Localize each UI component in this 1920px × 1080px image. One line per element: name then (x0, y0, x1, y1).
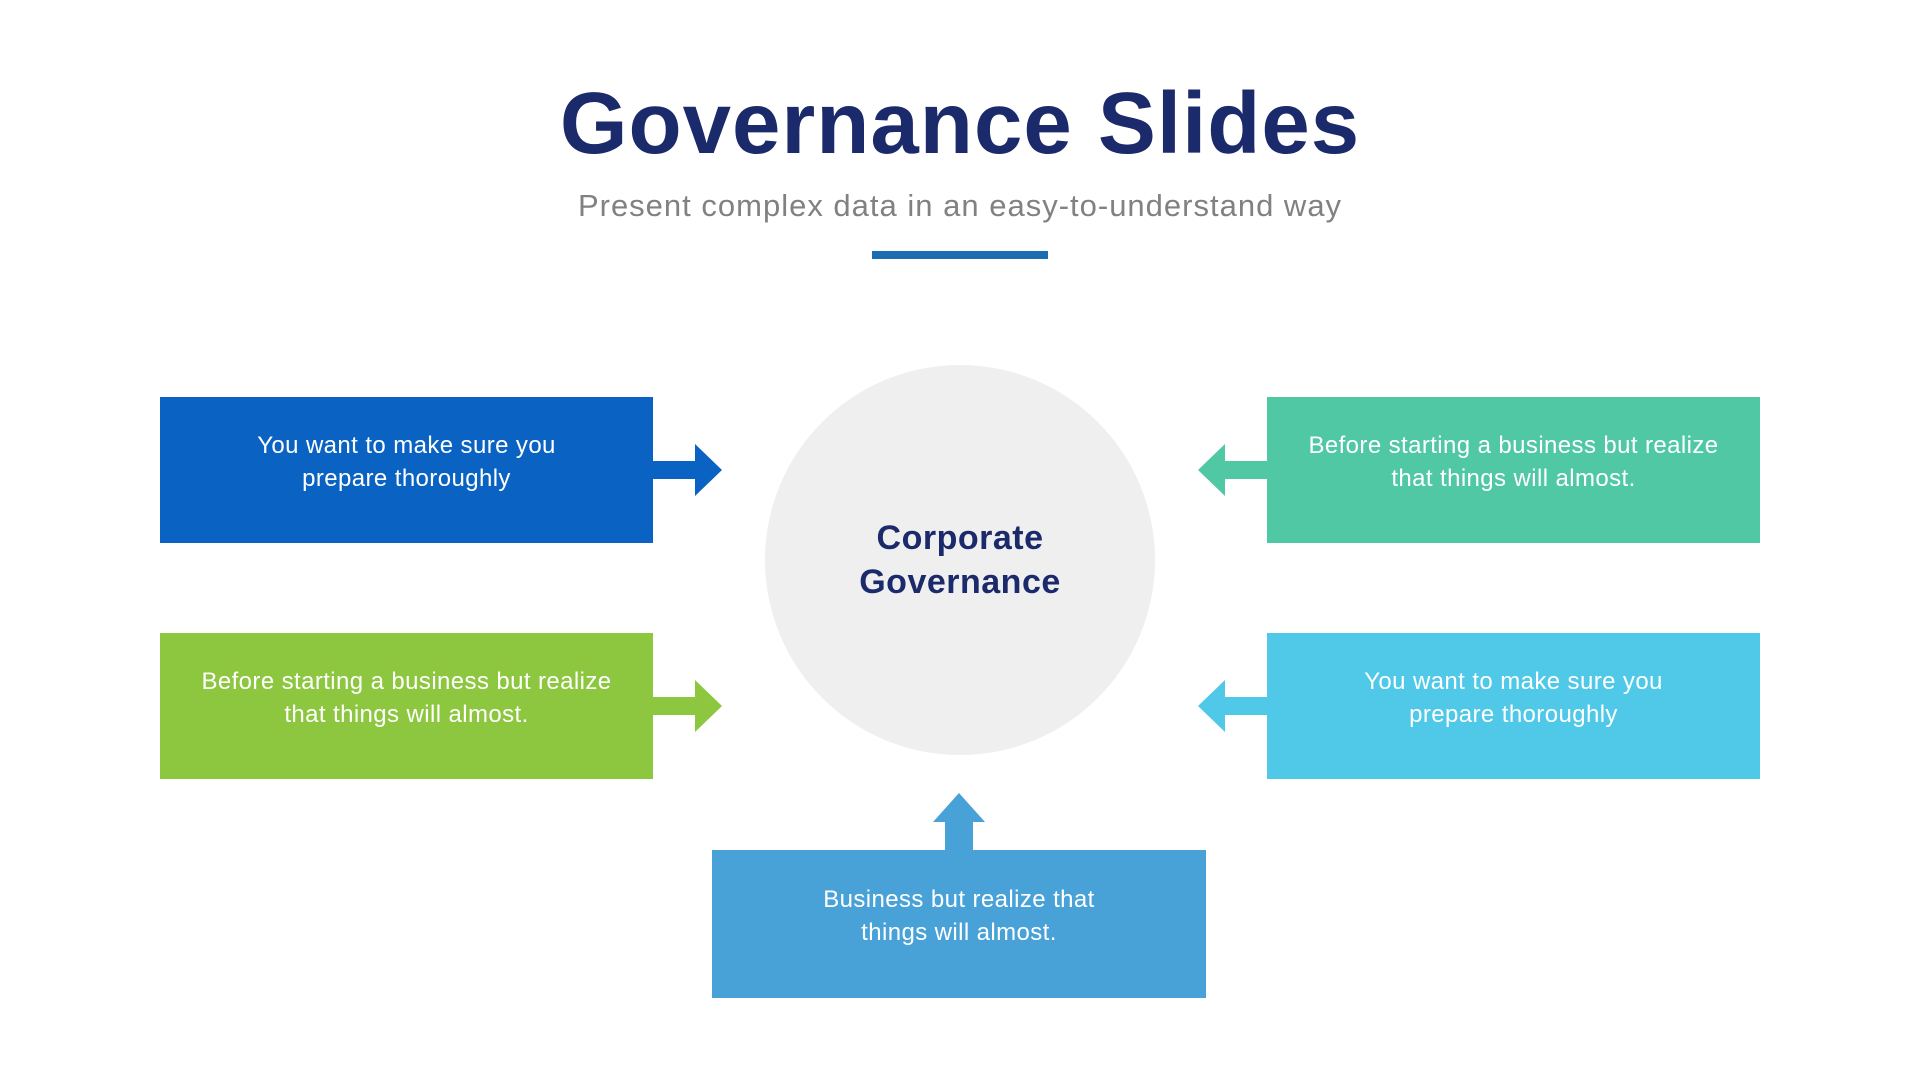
callout-top-left-line1: You want to make sure you (257, 432, 556, 459)
callout-top-left-line2: prepare thoroughly (302, 465, 511, 492)
callout-bottom-right-line2: prepare thoroughly (1409, 701, 1618, 728)
center-label-line2: Governance (859, 563, 1061, 601)
callout-top-right: Before starting a business but realize t… (1267, 397, 1760, 543)
page-subtitle: Present complex data in an easy-to-under… (577, 188, 1343, 223)
arrow-left-shape (1198, 680, 1267, 732)
page-title: Governance Slides (559, 75, 1361, 172)
arrow-right-icon (653, 680, 722, 732)
arrow-left-icon (1198, 444, 1267, 496)
center-label-line1: Corporate (876, 519, 1044, 557)
callout-top-left: You want to make sure you prepare thorou… (160, 397, 653, 543)
callout-top-right-line1: Before starting a business but realize (1308, 432, 1719, 459)
callout-bottom-left-line1: Before starting a business but realize (201, 668, 612, 695)
arrow-up-shape (933, 793, 985, 851)
center-circle: Corporate Governance (765, 365, 1155, 755)
callout-bottom-center-line1: Business but realize that (823, 886, 1095, 913)
arrow-right-icon (653, 444, 722, 496)
arrow-left-shape (1198, 444, 1267, 496)
arrow-left-icon (1198, 680, 1267, 732)
callout-bottom-center: Business but realize that things will al… (712, 850, 1206, 998)
arrow-right-shape (653, 680, 722, 732)
callout-bottom-right-line1: You want to make sure you (1364, 668, 1663, 695)
callout-bottom-center-line2: things will almost. (861, 919, 1057, 946)
title-divider (872, 251, 1048, 259)
callout-top-right-line2: that things will almost. (1391, 465, 1636, 492)
arrow-right-shape (653, 444, 722, 496)
callout-bottom-right: You want to make sure you prepare thorou… (1267, 633, 1760, 779)
callout-bottom-left-line2: that things will almost. (284, 701, 529, 728)
callout-bottom-left: Before starting a business but realize t… (160, 633, 653, 779)
arrow-up-icon (933, 793, 985, 851)
